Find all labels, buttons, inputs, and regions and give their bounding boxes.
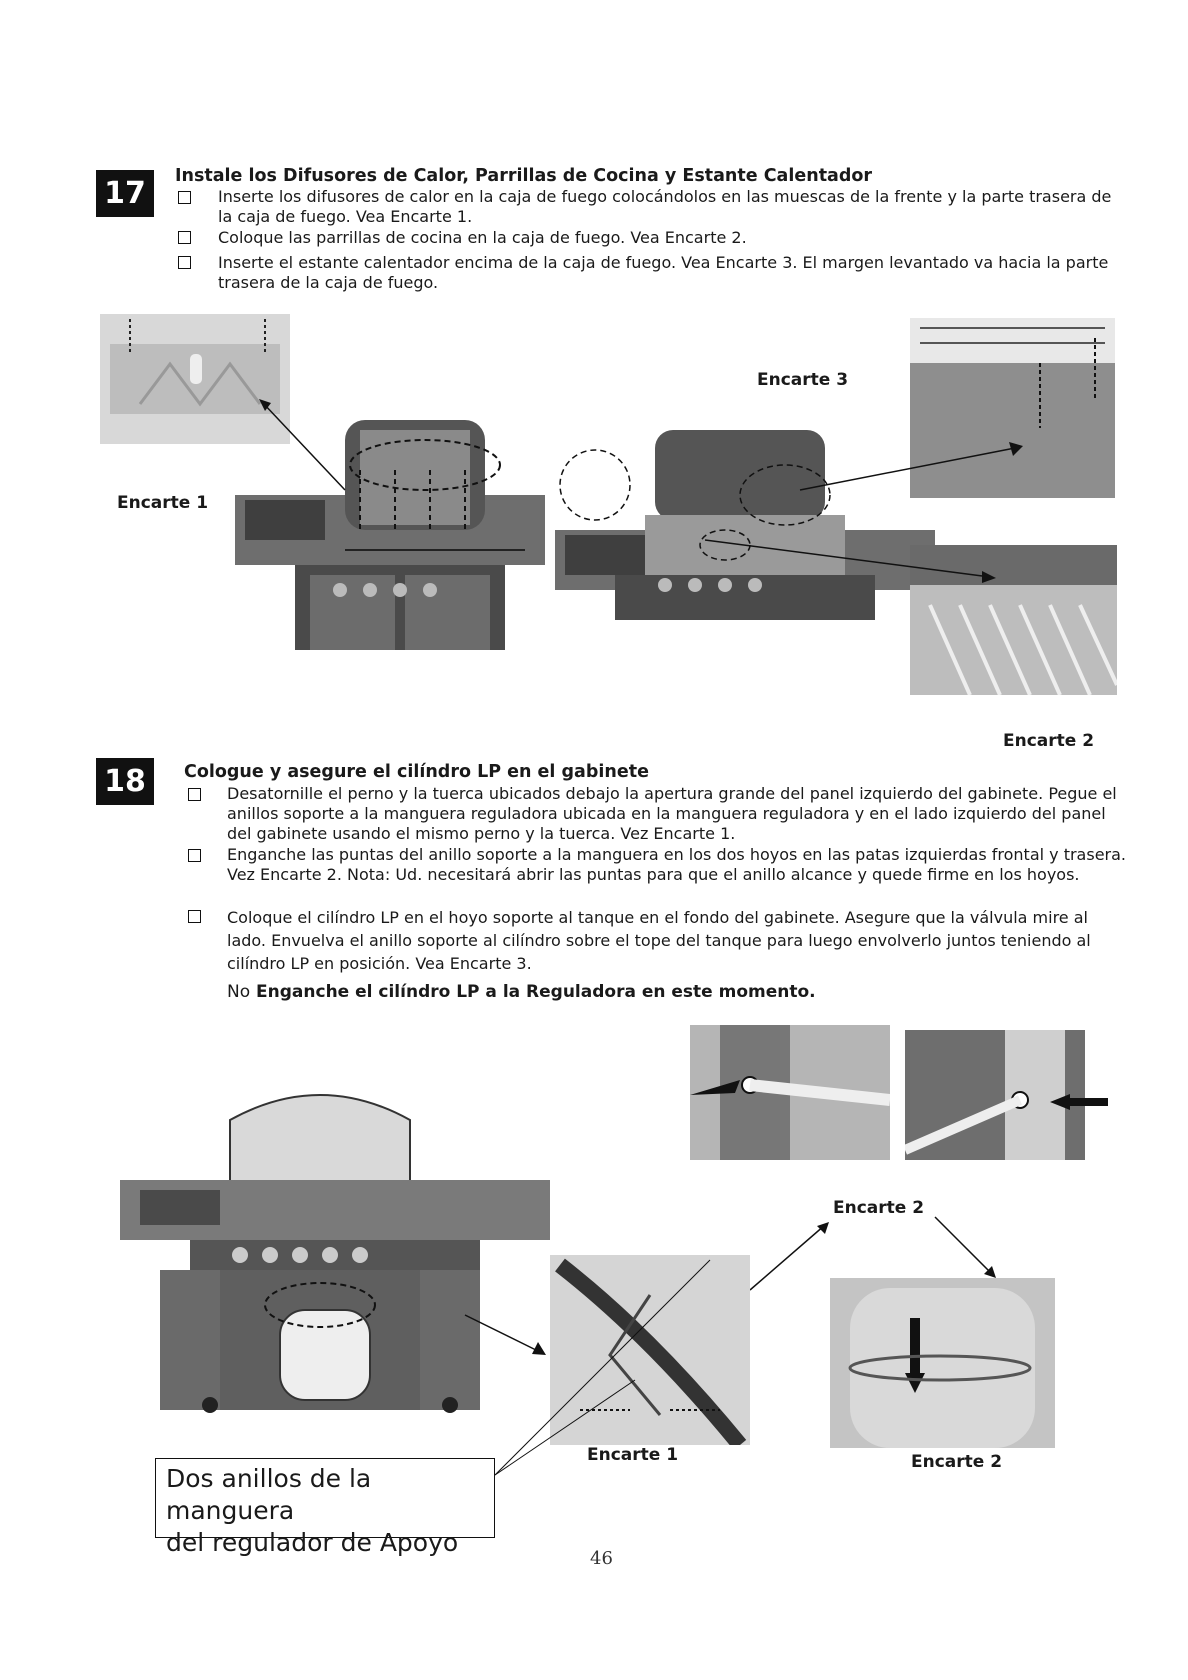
- tank-ring-illustration: [848, 1288, 1035, 1448]
- step-17-inset-3-image: [910, 318, 1115, 498]
- warning-text: Enganche el cilíndro LP a la Reguladora …: [250, 982, 816, 1002]
- checkbox-18-2[interactable]: [188, 849, 201, 862]
- step-18-label-inset-1: Encarte 1: [587, 1445, 679, 1465]
- checkbox-17-2[interactable]: [178, 231, 191, 244]
- step-17-label-inset-1: Encarte 1: [117, 493, 209, 513]
- step-18-title: Cologue y asegure el cilíndro LP en el g…: [184, 762, 649, 782]
- checkbox-17-1[interactable]: [178, 191, 191, 204]
- checkbox-18-3[interactable]: [188, 910, 201, 923]
- step-17-item-3: Inserte el estante calentador encima de …: [218, 253, 1109, 292]
- arrow-encarte-2-right: [934, 1216, 996, 1278]
- page-number: 46: [590, 1548, 613, 1569]
- step-17-inset-1-image: [100, 314, 290, 444]
- hose-rings-callout: Dos anillos de la manguera del regulador…: [155, 1458, 495, 1557]
- grill-illustration-diffusers: [235, 420, 545, 650]
- arrow-to-inset-1: [259, 399, 346, 491]
- arrow-to-rear-hole: [1050, 1094, 1108, 1110]
- checkbox-18-1[interactable]: [188, 788, 201, 801]
- step-18-item-2: Enganche las puntas del anillo soporte a…: [227, 845, 1127, 884]
- arrow-encarte-2-left: [749, 1222, 829, 1291]
- hose-ring-illustration: [555, 1258, 747, 1445]
- step-18-inset-1-image: [550, 1255, 750, 1445]
- step-18-label-inset-2b: Encarte 2: [911, 1452, 1003, 1472]
- arrow-cabinet-to-inset-1: [464, 1314, 546, 1355]
- step-17-item-2: Coloque las parrillas de cocina en la ca…: [218, 228, 747, 247]
- step-17-badge: 17: [96, 170, 154, 217]
- warming-rack-illustration: [910, 318, 1115, 428]
- step-18-item-3: Coloque el cilíndro LP en el hoyo soport…: [227, 908, 1091, 973]
- step-18-inset-2a-image: [690, 1025, 890, 1160]
- step-17-title: Instale los Difusores de Calor, Parrilla…: [175, 166, 873, 186]
- step-18-inset-2b-image: [905, 1030, 1085, 1160]
- arrow-to-inset-3: [799, 442, 1023, 491]
- grill-cabinet-lp-illustration: [120, 1094, 550, 1413]
- callout-line-1: Dos anillos de la manguera: [166, 1464, 372, 1525]
- cooking-grate-illustration: [910, 545, 1117, 695]
- step-17-label-inset-3: Encarte 3: [757, 370, 849, 390]
- leg-hole-front-illustration: [690, 1025, 890, 1160]
- warning-prefix: No: [227, 982, 251, 1002]
- step-17-inset-2-image: [910, 545, 1117, 695]
- step-17-item-1: Inserte los difusores de calor en la caj…: [218, 187, 1112, 226]
- callout-leader-lines: [494, 1259, 711, 1476]
- step-18-warning: No Enganche el cilíndro LP a la Regulado…: [227, 982, 816, 1002]
- step-18-inset-3-image: [830, 1278, 1055, 1448]
- checkbox-17-3[interactable]: [178, 256, 191, 269]
- arrow-to-inset-2: [704, 539, 996, 583]
- step-17-label-inset-2: Encarte 2: [1003, 731, 1095, 751]
- leg-hole-rear-illustration: [905, 1030, 1065, 1160]
- step-18-badge: 18: [96, 758, 154, 805]
- step-18-item-1: Desatornille el perno y la tuerca ubicad…: [227, 784, 1117, 843]
- grill-illustration-grates: [555, 430, 935, 620]
- step-18-label-inset-2a: Encarte 2: [833, 1198, 925, 1218]
- callout-line-2: del regulador de Apoyo: [166, 1528, 459, 1557]
- heat-diffuser-illustration: [110, 319, 280, 414]
